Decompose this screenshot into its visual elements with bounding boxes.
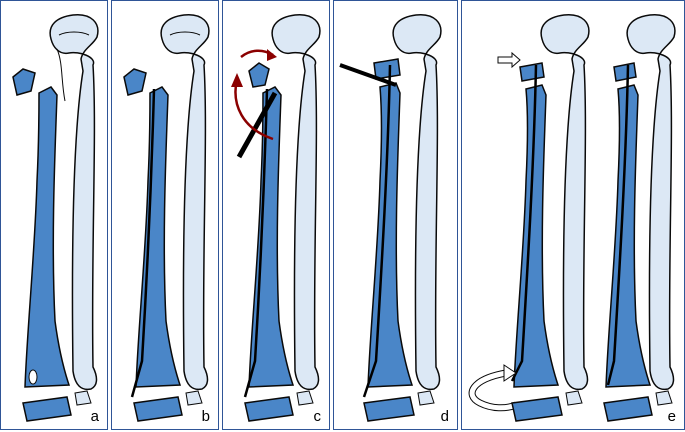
rotation-arrow-icon [472,373,516,408]
carpal-bone-right [604,397,652,421]
carpal-bone [364,397,414,421]
radius-shaft-left [514,85,558,387]
radius-shaft [25,87,69,387]
carpal-bone-small [297,391,313,405]
panel-e: e [461,0,685,430]
radius-head-right [614,63,636,81]
panel-a: a [0,0,108,430]
rotation-arrowhead-bottom [231,73,243,87]
panel-label-e: e [668,408,676,425]
forearm-illustration-c [223,1,331,431]
radius-head-left [520,63,544,81]
carpal-bone-small-left [566,391,582,405]
panel-d: d [333,0,458,430]
radius-shaft-right [606,85,650,387]
carpal-bone-small [186,391,202,405]
forearm-illustration-b [112,1,220,431]
panel-label-c: c [314,408,322,425]
forearm-illustration-d [334,1,459,431]
carpal-bones [23,391,91,421]
panel-c: c [222,0,330,430]
panel-b: b [111,0,219,430]
push-arrow-icon [498,53,520,67]
forearm-illustration-a [1,1,109,431]
panel-label-d: d [441,408,449,425]
rotation-arrowhead-top [267,49,277,61]
carpal-bone [245,397,293,421]
radius-head [374,59,400,79]
panel-label-a: a [91,408,99,425]
radius-shaft [368,83,412,387]
carpal-bone-left [512,397,562,421]
ulna-bone-left [541,15,589,390]
carpal-bone-small-right [656,391,672,405]
forearm-illustration-e [462,1,685,431]
carpal-bone [134,397,182,421]
radius-head [124,69,146,95]
radius-head [249,63,269,87]
carpal-bone-small [418,391,434,405]
radius-head [13,69,35,95]
panel-label-b: b [202,408,210,425]
